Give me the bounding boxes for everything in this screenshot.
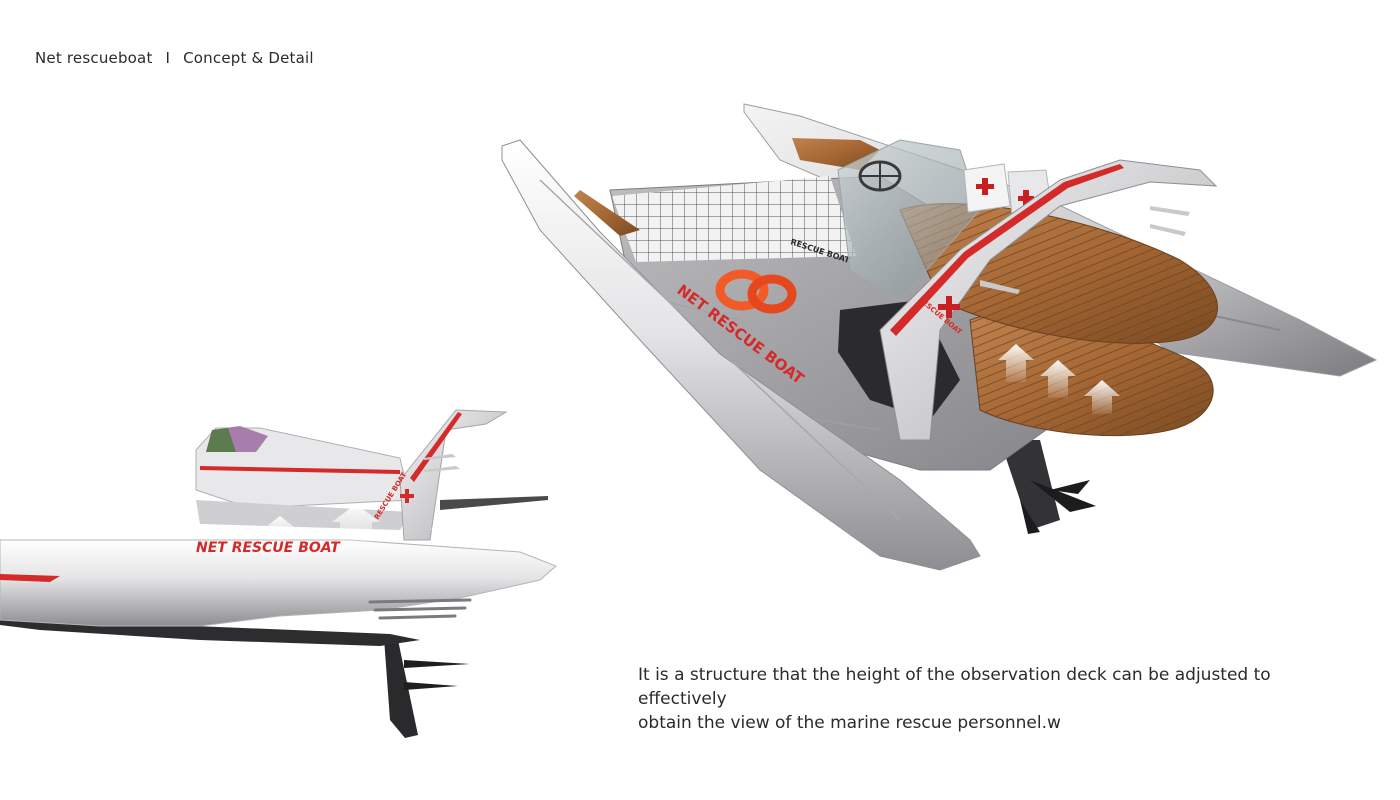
caption-line: It is a structure that the height of the…	[638, 665, 1271, 709]
side-light	[424, 466, 460, 472]
main-light	[1150, 224, 1186, 236]
main-net	[612, 176, 856, 262]
side-view-boat: NET RESCUE BOAT RESCUE BOAT	[0, 409, 557, 738]
side-rear-deck	[440, 496, 548, 510]
main-view-boat: RESCUE BOAT NET RESCUE BOAT	[501, 103, 1378, 571]
main-prop-blade	[1050, 480, 1090, 494]
section-name: Concept & Detail	[183, 49, 314, 67]
up-arrow-icon	[332, 504, 380, 545]
side-light	[424, 454, 456, 460]
side-fin-blade	[404, 660, 470, 668]
up-arrow-icon	[1040, 360, 1076, 398]
side-hull-stripe	[0, 574, 60, 582]
up-arrow-icon	[430, 516, 466, 545]
steering-wheel-icon	[858, 160, 902, 192]
side-keel-fin	[384, 638, 418, 738]
side-hull-label: NET RESCUE BOAT	[196, 540, 341, 556]
side-fin-stripe	[410, 412, 462, 482]
main-light	[1150, 206, 1190, 216]
main-prop-blade	[1020, 500, 1040, 534]
red-cross-icon	[938, 296, 960, 318]
side-hull-slots	[368, 598, 472, 620]
side-cabin-glass-green	[206, 428, 236, 452]
main-bow-plank	[574, 190, 640, 236]
main-left-pontoon	[501, 139, 981, 571]
side-cabin-stripe	[200, 466, 400, 474]
side-fin-arm	[399, 409, 508, 541]
up-arrow-icon	[1084, 380, 1120, 414]
side-fin-blade	[404, 682, 458, 690]
main-lower-wood-planks	[970, 313, 1214, 436]
red-cross-icon	[400, 489, 414, 503]
side-hull	[0, 539, 557, 627]
concept-caption: It is a structure that the height of the…	[638, 663, 1338, 735]
up-arrow-icon	[998, 344, 1034, 382]
main-outboard	[1000, 440, 1060, 530]
project-name: Net rescueboat	[35, 49, 153, 67]
first-aid-box	[963, 163, 1011, 213]
main-prop-blade	[1030, 480, 1096, 512]
caption-line: obtain the view of the marine rescue per…	[638, 713, 1061, 733]
main-pontoon-seam	[539, 179, 901, 521]
lifebuoy-icon	[715, 269, 797, 314]
main-light	[980, 280, 1020, 294]
page-title: Net rescueboat I Concept & Detail	[35, 49, 314, 67]
title-separator: I	[165, 49, 171, 67]
up-arrow-icon	[262, 516, 298, 540]
